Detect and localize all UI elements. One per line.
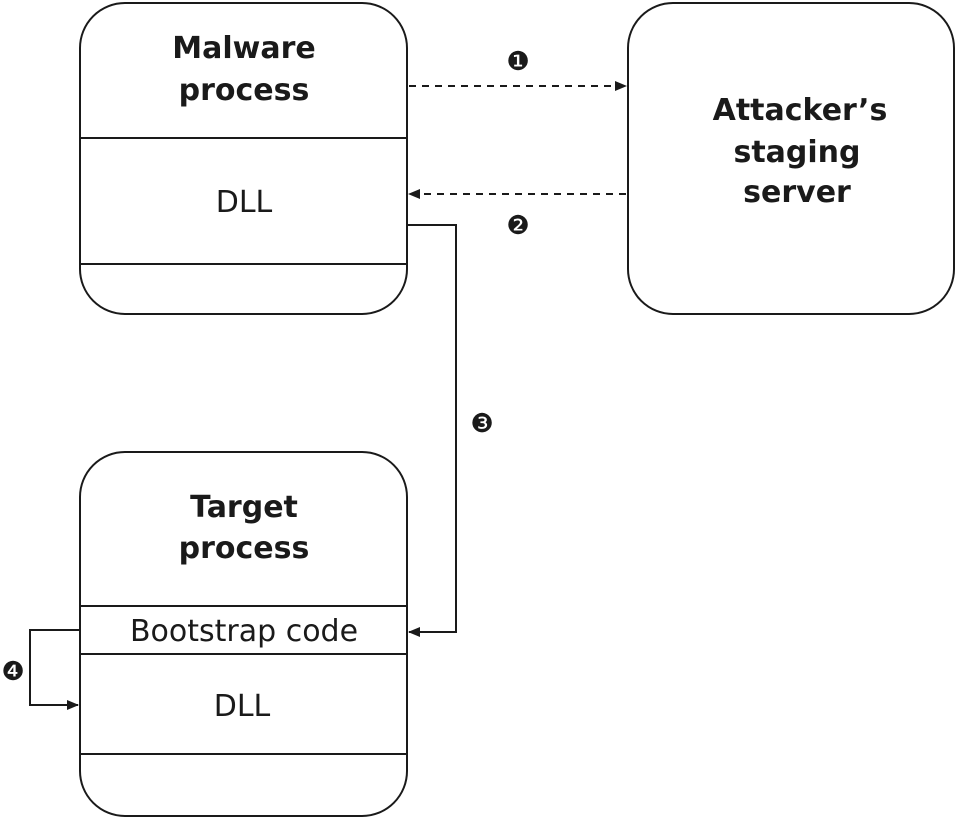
malware-process-title-line1: Malware [172,31,315,66]
arrow-step-4 [29,629,80,710]
malware-process-box: Malware process DLL [79,2,408,315]
staging-server-box: Attacker’s staging server [627,2,955,315]
target-process-title-line1: Target [190,490,298,525]
malware-process-title-line2: process [179,73,310,108]
staging-server-line2: staging [733,135,860,170]
malware-dll-label: DLL [216,185,273,220]
target-dll-label: DLL [214,689,271,724]
target-process-box: Target process Bootstrap code DLL [79,451,408,817]
bootstrap-code-label: Bootstrap code [130,614,358,649]
arrow-step-3 [407,224,457,637]
staging-server-line3: server [743,175,851,210]
step-3-marker: ❸ [470,409,493,439]
target-process-title-line2: process [179,531,310,566]
step-1-marker: ❶ [506,47,529,77]
step-4-marker: ❹ [1,657,24,687]
step-2-marker: ❷ [506,211,529,241]
target-process-outline [79,451,408,817]
staging-server-line1: Attacker’s [713,93,888,128]
malware-process-outline [79,2,408,315]
staging-server-outline [627,2,955,315]
